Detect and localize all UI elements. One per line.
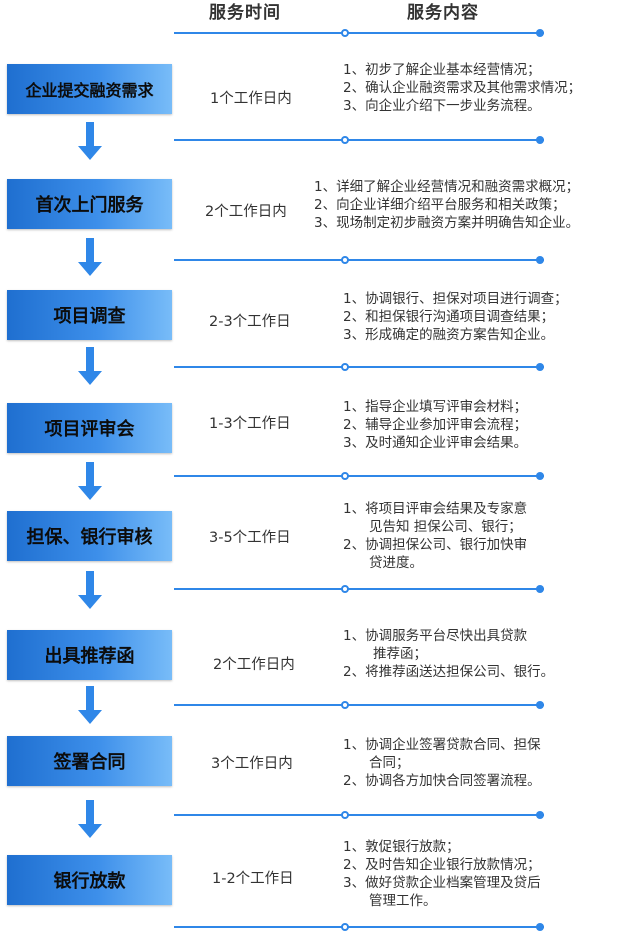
step-time: 1-3个工作日 [209, 416, 291, 432]
content-line: 管理工作。 [369, 893, 437, 909]
separator [174, 32, 544, 34]
separator-open-dot [341, 136, 349, 144]
step-content: 1、指导企业填写评审会材料； 2、辅导企业参加评审会流程； 3、及时通知企业评审… [343, 398, 527, 452]
step-time: 2-3个工作日 [209, 314, 291, 330]
separator-open-dot [341, 701, 349, 709]
separator-end-dot [536, 701, 544, 709]
content-line: 推荐函； [373, 646, 427, 662]
step-box: 项目评审会 [7, 403, 172, 453]
step-time: 1-2个工作日 [212, 871, 294, 887]
content-line: 见告知 担保公司、银行； [369, 519, 522, 535]
separator-open-dot [341, 585, 349, 593]
step-content: 1、将项目评审会结果及专家意 见告知 担保公司、银行； 2、协调担保公司、银行加… [343, 500, 527, 572]
step-box: 出具推荐函 [7, 630, 172, 680]
separator-end-dot [536, 923, 544, 931]
separator-open-dot [341, 923, 349, 931]
step-label: 首次上门服务 [35, 195, 144, 216]
down-arrow-icon [78, 238, 102, 276]
step-box: 签署合同 [7, 736, 172, 786]
step-time: 2个工作日内 [205, 204, 287, 220]
separator [174, 475, 544, 477]
step-box: 首次上门服务 [7, 179, 172, 229]
content-line: 1、协调服务平台尽快出具贷款 [343, 628, 528, 644]
content-line: 1、协调银行、担保对项目进行调查； [343, 291, 568, 307]
content-line: 合同； [369, 755, 410, 771]
down-arrow-icon [78, 122, 102, 160]
separator-end-dot [536, 136, 544, 144]
content-line: 2、及时告知企业银行放款情况； [343, 857, 541, 873]
down-arrow-icon [78, 462, 102, 500]
separator-end-dot [536, 811, 544, 819]
content-line: 1、指导企业填写评审会材料； [343, 399, 528, 415]
separator-open-dot [341, 811, 349, 819]
content-line: 3、向企业介绍下一步业务流程。 [343, 98, 541, 114]
down-arrow-icon [78, 347, 102, 385]
content-line: 2、将推荐函送达担保公司、银行。 [343, 664, 555, 680]
content-line: 3、及时通知企业评审会结果。 [343, 435, 528, 451]
step-time: 3个工作日内 [211, 756, 293, 772]
content-line: 1、详细了解企业经营情况和融资需求概况； [314, 179, 580, 195]
content-line: 2、向企业详细介绍平台服务和相关政策； [314, 197, 566, 213]
down-arrow-icon [78, 800, 102, 838]
separator [174, 366, 544, 368]
step-box: 担保、银行审核 [7, 511, 172, 561]
content-line: 2、确认企业融资需求及其他需求情况； [343, 80, 582, 96]
separator-end-dot [536, 585, 544, 593]
step-label: 银行放款 [53, 871, 126, 892]
content-line: 1、将项目评审会结果及专家意 [343, 501, 528, 517]
step-label: 项目评审会 [44, 419, 135, 440]
service-time-header: 服务时间 [209, 3, 281, 23]
step-content: 1、协调企业签署贷款合同、担保 合同； 2、协调各方加快合同签署流程。 [343, 736, 541, 790]
down-arrow-icon [78, 571, 102, 609]
separator-open-dot [341, 29, 349, 37]
content-line: 2、协调各方加快合同签署流程。 [343, 773, 541, 789]
separator-end-dot [536, 29, 544, 37]
separator-open-dot [341, 363, 349, 371]
step-box: 企业提交融资需求 [7, 64, 172, 114]
content-line: 贷进度。 [369, 555, 423, 571]
step-content: 1、详细了解企业经营情况和融资需求概况； 2、向企业详细介绍平台服务和相关政策；… [314, 178, 579, 232]
content-line: 1、敦促银行放款； [343, 839, 460, 855]
step-label: 企业提交融资需求 [25, 81, 154, 100]
service-content-header: 服务内容 [407, 3, 479, 23]
step-label: 签署合同 [53, 752, 126, 773]
content-line: 1、协调企业签署贷款合同、担保 [343, 737, 541, 753]
separator [174, 259, 544, 261]
step-time: 1个工作日内 [210, 91, 292, 107]
content-line: 3、做好贷款企业档案管理及贷后 [343, 875, 541, 891]
step-time: 3-5个工作日 [209, 530, 291, 546]
step-content: 1、初步了解企业基本经营情况； 2、确认企业融资需求及其他需求情况； 3、向企业… [343, 61, 581, 115]
separator-open-dot [341, 472, 349, 480]
step-time: 2个工作日内 [213, 657, 295, 673]
separator-end-dot [536, 363, 544, 371]
content-line: 3、形成确定的融资方案告知企业。 [343, 327, 555, 343]
separator [174, 704, 544, 706]
separator [174, 139, 544, 141]
content-line: 2、协调担保公司、银行加快审 [343, 537, 528, 553]
separator-end-dot [536, 256, 544, 264]
step-content: 1、协调服务平台尽快出具贷款 推荐函； 2、将推荐函送达担保公司、银行。 [343, 627, 554, 681]
down-arrow-icon [78, 686, 102, 724]
step-content: 1、敦促银行放款； 2、及时告知企业银行放款情况； 3、做好贷款企业档案管理及贷… [343, 838, 541, 910]
separator-open-dot [341, 256, 349, 264]
separator [174, 814, 544, 816]
step-label: 出具推荐函 [44, 646, 135, 667]
content-line: 2、和担保银行沟通项目调查结果； [343, 309, 555, 325]
separator-end-dot [536, 472, 544, 480]
step-box: 项目调查 [7, 290, 172, 340]
step-label: 项目调查 [53, 306, 126, 327]
step-label: 担保、银行审核 [26, 527, 153, 548]
content-line: 2、辅导企业参加评审会流程； [343, 417, 528, 433]
content-line: 1、初步了解企业基本经营情况； [343, 62, 541, 78]
step-content: 1、协调银行、担保对项目进行调查； 2、和担保银行沟通项目调查结果； 3、形成确… [343, 290, 568, 344]
step-box: 银行放款 [7, 855, 172, 905]
content-line: 3、现场制定初步融资方案并明确告知企业。 [314, 215, 580, 231]
separator [174, 588, 544, 590]
separator [174, 926, 544, 928]
